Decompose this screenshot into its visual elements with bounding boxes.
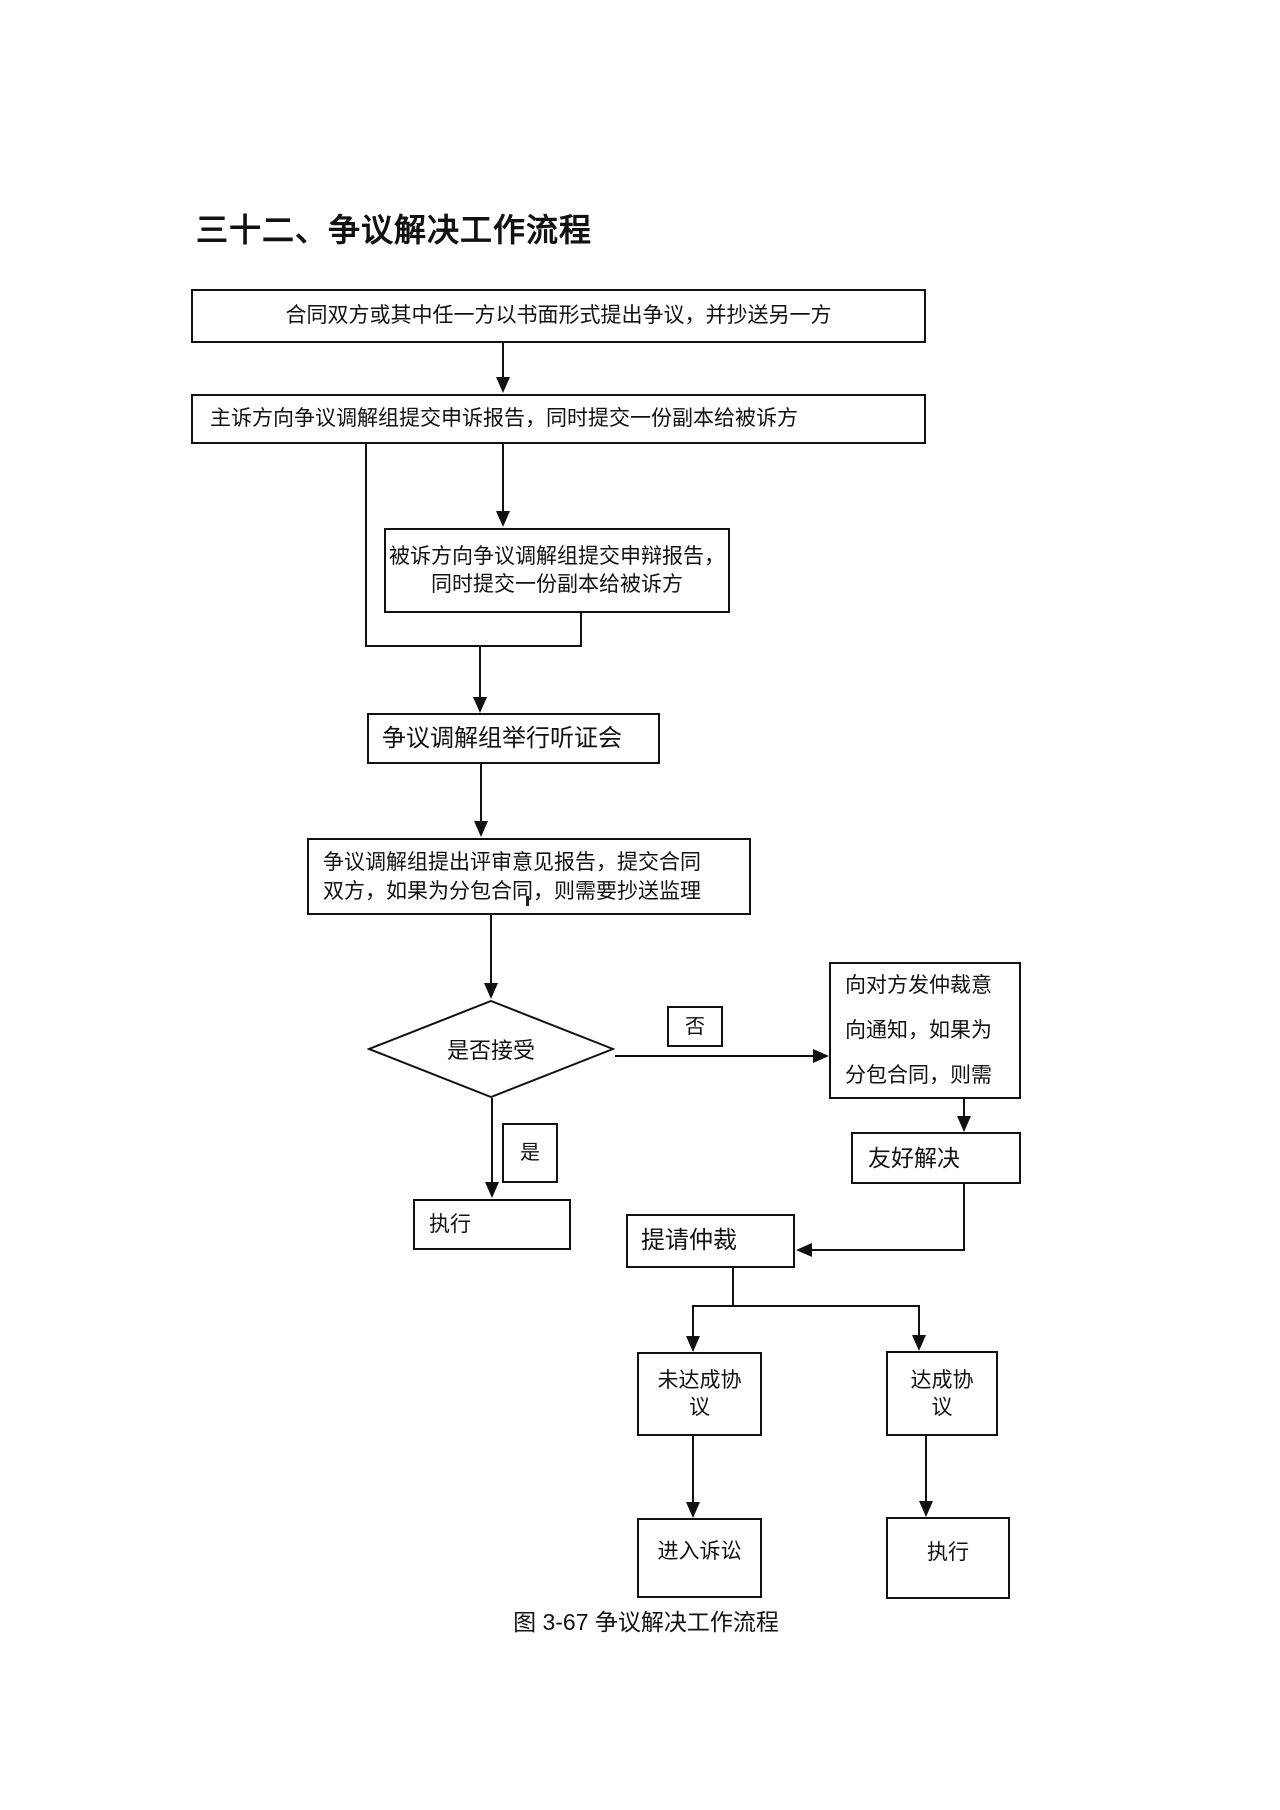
diamond-icon	[366, 999, 616, 1099]
arrow-down-icon	[485, 1182, 499, 1198]
arrow-right-icon	[813, 1049, 829, 1063]
label-no: 否	[667, 1006, 723, 1047]
node-hearing: 争议调解组举行听证会	[367, 713, 660, 764]
node-agreement: 达成协 议	[886, 1351, 998, 1436]
node-review-report: 争议调解组提出评审意见报告，提交合同 双方，如果为分包合同，则需要抄送监理	[307, 838, 751, 915]
flow-line-h-down	[732, 1267, 734, 1307]
arrow-down-icon	[473, 697, 487, 713]
decision-accept-shape	[366, 999, 616, 1099]
node-execute-right: 执行	[886, 1517, 1010, 1599]
arrow-left-icon	[796, 1243, 812, 1257]
node-defense-report: 被诉方向争议调解组提交申辩报告， 同时提交一份副本给被诉方	[384, 528, 730, 613]
node-arbitration-notice: 向对方发仲裁意 向通知，如果为 分包合同，则需	[829, 962, 1021, 1099]
node-dispute-raised: 合同双方或其中任一方以书面形式提出争议，并抄送另一方	[191, 289, 926, 343]
flow-line-a-b	[502, 342, 504, 379]
arrow-down-icon	[496, 511, 510, 527]
arrow-down-icon	[484, 983, 498, 999]
flow-line-f-g	[963, 1098, 965, 1117]
flow-line-e-decision	[490, 914, 492, 984]
flow-line-no-branch	[615, 1055, 814, 1057]
node-litigation: 进入诉讼	[637, 1518, 762, 1598]
flow-line-split	[692, 1305, 920, 1307]
flow-line-g-down	[963, 1183, 965, 1251]
node-execute-left: 执行	[413, 1199, 571, 1250]
figure-caption: 图 3-67 争议解决工作流程	[513, 1609, 779, 1635]
arrow-down-icon	[919, 1501, 933, 1517]
flow-line-g-left	[812, 1249, 965, 1251]
node-claim-report: 主诉方向争议调解组提交申诉报告，同时提交一份副本给被诉方	[191, 394, 926, 444]
flow-line-b-left	[365, 443, 367, 647]
flow-line-to-no-agreement	[692, 1305, 694, 1337]
node-no-agreement: 未达成协 议	[637, 1352, 762, 1436]
flow-line-b-c	[502, 443, 504, 513]
arrow-down-icon	[957, 1116, 971, 1132]
flow-line-c-down	[580, 612, 582, 647]
flow-line-i-k	[692, 1435, 694, 1503]
flow-line-to-hearing	[479, 645, 481, 698]
arrow-down-icon	[496, 377, 510, 393]
node-friendly-settlement: 友好解决	[851, 1132, 1021, 1184]
flow-line-yes-branch	[491, 1098, 493, 1183]
arrow-down-icon	[474, 821, 488, 837]
stray-tick-mark	[526, 896, 529, 906]
arrow-down-icon	[912, 1335, 926, 1351]
flow-line-merge	[365, 645, 582, 647]
flow-line-j-l	[925, 1435, 927, 1502]
flow-line-to-agreement	[918, 1305, 920, 1336]
arrow-down-icon	[686, 1502, 700, 1518]
arrow-down-icon	[686, 1336, 700, 1352]
node-request-arbitration: 提请仲裁	[626, 1214, 795, 1268]
decision-accept-label: 是否接受	[446, 1038, 535, 1063]
label-yes: 是	[502, 1123, 558, 1183]
flow-line-d-e	[480, 763, 482, 822]
page-title: 三十二、争议解决工作流程	[196, 212, 593, 248]
